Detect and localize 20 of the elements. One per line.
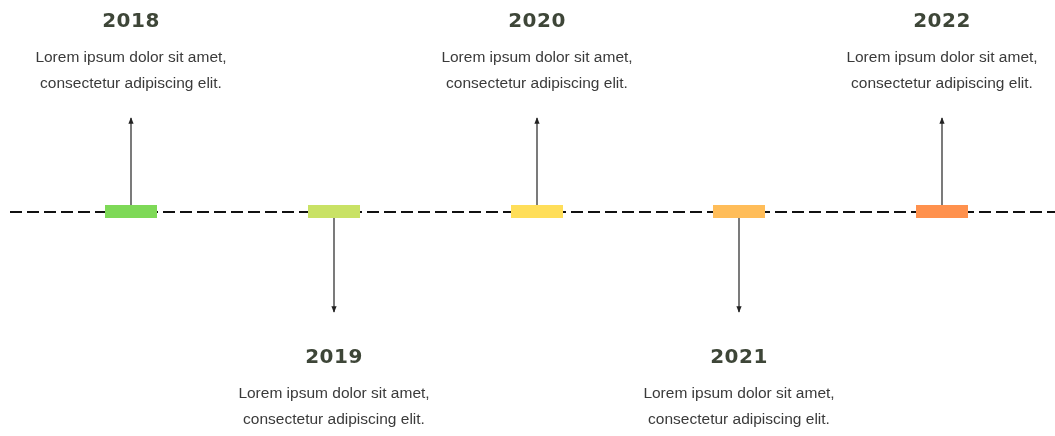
timeline-marker bbox=[308, 205, 360, 218]
year-label: 2022 bbox=[913, 8, 971, 32]
description-text: Lorem ipsum dolor sit amet, consectetur adipiscing elit. bbox=[440, 47, 634, 93]
timeline-marker bbox=[713, 205, 765, 218]
timeline-marker bbox=[105, 205, 157, 218]
year-label: 2018 bbox=[102, 8, 160, 32]
year-label: 2021 bbox=[710, 344, 768, 368]
arrow bbox=[534, 117, 540, 206]
arrow bbox=[736, 217, 742, 313]
timeline-marker bbox=[916, 205, 968, 218]
arrow bbox=[939, 117, 945, 206]
description-text: Lorem ipsum dolor sit amet, consectetur adipiscing elit. bbox=[34, 47, 228, 93]
timeline-marker bbox=[511, 205, 563, 218]
year-label: 2020 bbox=[508, 8, 566, 32]
description-text: Lorem ipsum dolor sit amet, consectetur adipiscing elit. bbox=[642, 383, 836, 429]
year-label: 2019 bbox=[305, 344, 363, 368]
arrow bbox=[128, 117, 134, 206]
description-text: Lorem ipsum dolor sit amet, consectetur adipiscing elit. bbox=[845, 47, 1039, 93]
arrow bbox=[331, 217, 337, 313]
description-text: Lorem ipsum dolor sit amet, consectetur adipiscing elit. bbox=[237, 383, 431, 429]
